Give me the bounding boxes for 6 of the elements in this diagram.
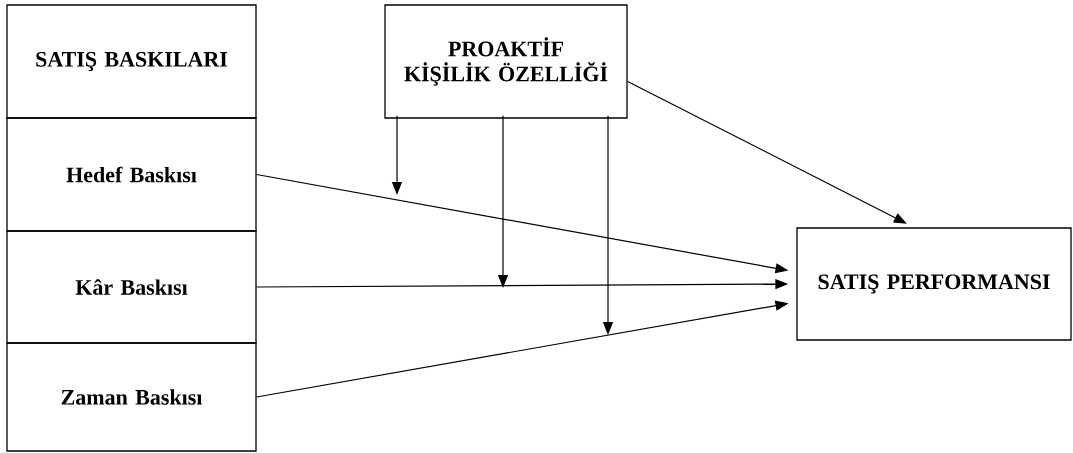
text-box: SATIŞ PERFORMANSI	[796, 227, 1072, 341]
text-box: PROAKTİF KİŞİLİK ÖZELLİĞİ	[384, 4, 628, 119]
text-box: SATIŞ BASKILARI	[6, 4, 257, 119]
text-box: Hedef Baskısı	[6, 117, 257, 232]
text-box: Zaman Baskısı	[6, 342, 257, 452]
text-box: Kâr Baskısı	[6, 230, 257, 344]
